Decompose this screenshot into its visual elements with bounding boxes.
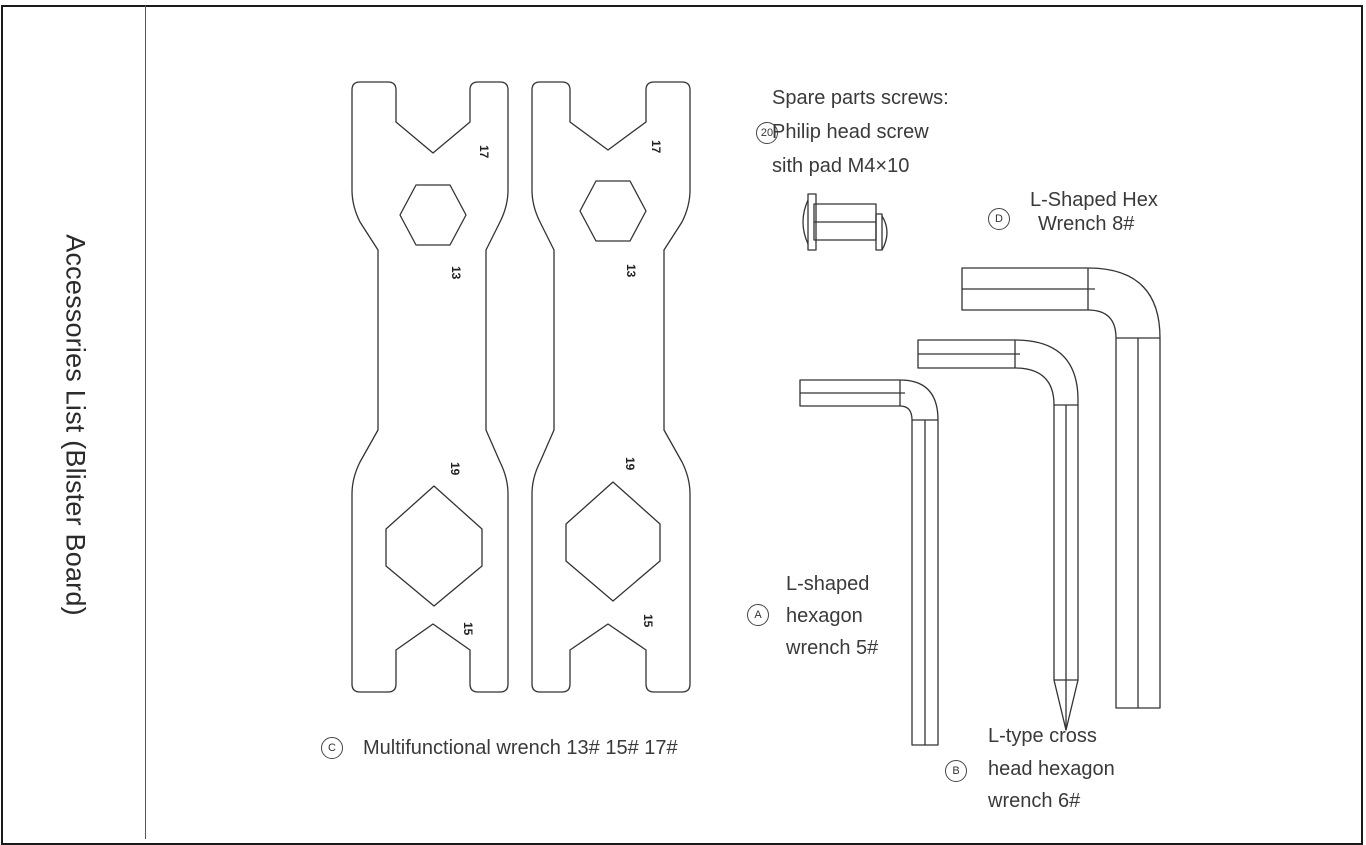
wrench-mark-13: 13 [449,266,463,280]
hex-d-line2: Wrench 8# [1038,213,1135,235]
column-divider [145,5,146,839]
hex-wrench-b [917,339,1079,731]
wrench-mark-19: 19 [623,457,637,471]
wrench-mark-17: 17 [477,145,491,159]
wrench-mark-15: 15 [641,614,655,628]
badge-d: D [988,208,1010,230]
phillips-screw [802,193,888,251]
wrench-mark-15: 15 [461,622,475,636]
wrench-mark-17: 17 [649,140,663,154]
badge-b: B [945,760,967,782]
hex-b-line1: L-type cross [988,725,1097,747]
hex-b-line3: wrench 6# [988,790,1081,812]
hex-a-line1: L-shaped [786,573,870,595]
badge-20: 20 [756,122,778,144]
multi-wrench-label: Multifunctional wrench 13# 15# 17# [363,737,678,759]
hex-d-line1: L-Shaped Hex [1030,189,1158,211]
screws-line2: Philip head screw [772,121,929,143]
multifunctional-wrench-right [531,81,691,693]
wrench-mark-19: 19 [448,462,462,476]
badge-a: A [747,604,769,626]
hex-wrench-a [799,379,939,746]
multifunctional-wrench-left [351,81,509,693]
screws-title: Spare parts screws: [772,87,949,109]
badge-c: C [321,737,343,759]
hex-wrench-d [961,267,1161,709]
hex-b-line2: head hexagon [988,758,1115,780]
hex-a-line3: wrench 5# [786,637,879,659]
hex-a-line2: hexagon [786,605,863,627]
wrench-mark-13: 13 [624,264,638,278]
screws-line3: sith pad M4×10 [772,155,910,177]
